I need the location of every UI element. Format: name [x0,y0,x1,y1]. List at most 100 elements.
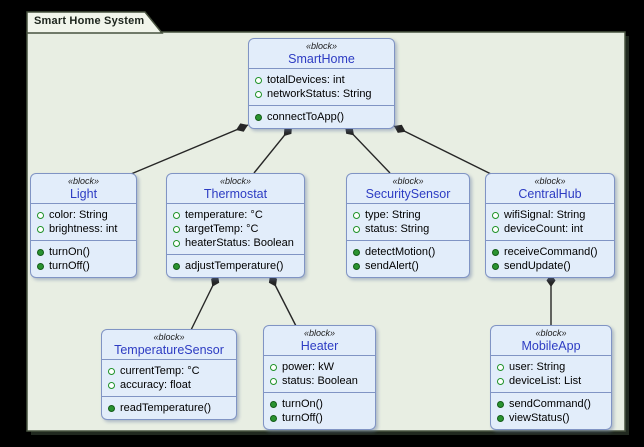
attribute-row-label: heaterStatus: Boolean [185,237,294,249]
block-name: Light [69,187,98,201]
op-icon [173,262,180,270]
operation-row-label: sendCommand() [509,398,591,410]
op-icon [37,262,44,270]
attribute-row[interactable]: totalDevices: int [255,73,388,87]
attrs-section: wifiSignal: String deviceCount: int [486,204,614,240]
op-icon [353,248,360,256]
attribute-row-label: currentTemp: °C [120,365,200,377]
operation-row[interactable]: turnOn() [270,397,369,411]
block-header: «block»SmartHome [249,39,394,69]
block-stereotype: «block» [219,176,252,186]
attribute-row[interactable]: networkStatus: String [255,87,388,101]
block-stereotype: «block» [392,176,424,186]
attribute-row[interactable]: user: String [497,360,605,374]
attribute-row-label: wifiSignal: String [504,209,586,221]
attr-icon [353,211,360,219]
operation-row-label: turnOff() [49,260,90,272]
operation-row-label: turnOn() [282,398,323,410]
block-name: Thermostat [203,187,268,201]
attr-icon [173,225,180,233]
operation-row[interactable]: readTemperature() [108,401,230,415]
attr-icon [492,225,499,233]
operation-row[interactable]: adjustTemperature() [173,259,298,273]
operation-row[interactable]: detectMotion() [353,245,463,259]
attr-icon [108,367,115,375]
attribute-row-label: networkStatus: String [267,88,372,100]
attr-icon [173,239,180,247]
attribute-row[interactable]: color: String [37,208,130,222]
operation-row[interactable]: viewStatus() [497,411,605,425]
operation-row[interactable]: receiveCommand() [492,245,608,259]
connector-line[interactable] [130,124,249,175]
attribute-row[interactable]: targetTemp: °C [173,222,298,236]
block-name: TemperatureSensor [114,343,224,357]
attr-icon [37,211,44,219]
attribute-row[interactable]: power: kW [270,360,369,374]
attribute-row-label: status: Boolean [282,375,358,387]
operation-row[interactable]: sendCommand() [497,397,605,411]
op-icon [270,400,277,408]
attribute-row[interactable]: type: String [353,208,463,222]
attribute-row[interactable]: wifiSignal: String [492,208,608,222]
ops-section: readTemperature() [102,396,236,419]
operation-row[interactable]: turnOff() [270,411,369,425]
block-smarthome[interactable]: «block»SmartHome totalDevices: int network… [248,38,395,129]
operation-row-label: viewStatus() [509,412,570,424]
attribute-row-label: accuracy: float [120,379,191,391]
attr-icon [173,211,180,219]
operation-row[interactable]: sendUpdate() [492,259,608,273]
attribute-row-label: deviceCount: int [504,223,583,235]
operation-row-label: adjustTemperature() [185,260,284,272]
attribute-row[interactable]: accuracy: float [108,378,230,392]
operation-row-label: turnOn() [49,246,90,258]
block-header: «block»TemperatureSensor [102,330,236,360]
attribute-row-label: brightness: int [49,223,118,235]
op-icon [497,400,504,408]
connector-line[interactable] [393,125,492,175]
operation-row[interactable]: turnOn() [37,245,130,259]
connector-layer [130,123,556,331]
block-centralhub[interactable]: «block»CentralHub wifiSignal: String devic… [485,173,615,278]
block-stereotype: «block» [534,176,566,186]
attribute-row[interactable]: brightness: int [37,222,130,236]
connector-smarthome-light[interactable] [130,123,249,175]
composition-diamond-icon [236,123,248,132]
attribute-row-label: totalDevices: int [267,74,345,86]
ops-section: turnOn()turnOff() [264,392,375,429]
attribute-row[interactable]: status: String [353,222,463,236]
attribute-row[interactable]: currentTemp: °C [108,364,230,378]
operation-row[interactable]: sendAlert() [353,259,463,273]
block-name: CentralHub [518,187,582,201]
attribute-row-label: type: String [365,209,421,221]
block-name: SmartHome [288,52,355,66]
attr-icon [492,211,499,219]
block-header: «block»CentralHub [486,174,614,204]
attribute-row[interactable]: heaterStatus: Boolean [173,236,298,250]
operation-row[interactable]: turnOff() [37,259,130,273]
operation-row-label: detectMotion() [365,246,436,258]
block-stereotype: «block» [67,176,100,186]
operation-row-label: sendAlert() [365,260,419,272]
attribute-row[interactable]: temperature: °C [173,208,298,222]
block-header: «block»MobileApp [491,326,611,356]
attribute-row-label: deviceList: List [509,375,582,387]
attr-icon [255,76,262,84]
ops-section: detectMotion() sendAlert() [347,240,469,277]
op-icon [108,404,115,412]
block-temperaturesensor[interactable]: «block»TemperatureSensor currentTemp: °C a… [101,329,237,420]
connector-smarthome-centralhub[interactable] [393,124,492,175]
block-name: SecuritySensor [365,187,451,201]
attr-icon [353,225,360,233]
attribute-row[interactable]: status: Boolean [270,374,369,388]
operation-row[interactable]: connectToApp() [255,110,388,124]
attribute-row[interactable]: deviceCount: int [492,222,608,236]
attribute-row[interactable]: deviceList: List [497,374,605,388]
